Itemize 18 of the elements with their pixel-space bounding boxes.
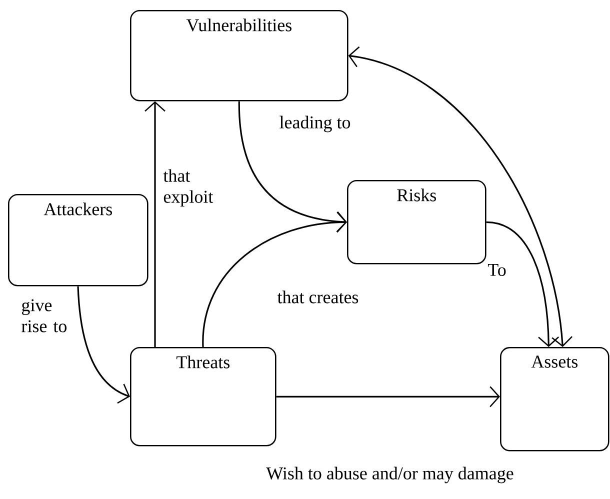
arrow [348,46,572,347]
edge-label: that creates [277,290,358,304]
arrow [486,221,559,347]
concept-box: Risks [347,180,486,264]
edge-label: that exploit [163,169,214,207]
concept-box: Attackers [8,194,148,286]
concept-box: Threats [130,347,276,446]
edge-label: leading to [280,116,350,132]
edge-label: To [488,264,506,276]
concept-box: Assets [500,347,610,452]
edge-label: give rise to [22,299,66,332]
arrow [202,212,347,348]
arrow [276,386,500,408]
edge-label: Wish to abuse and/or may damage [266,466,514,484]
arrow [144,101,166,347]
arrow [77,286,130,404]
arrow [238,101,347,232]
concept-box: Vulnerabilities [130,10,348,102]
